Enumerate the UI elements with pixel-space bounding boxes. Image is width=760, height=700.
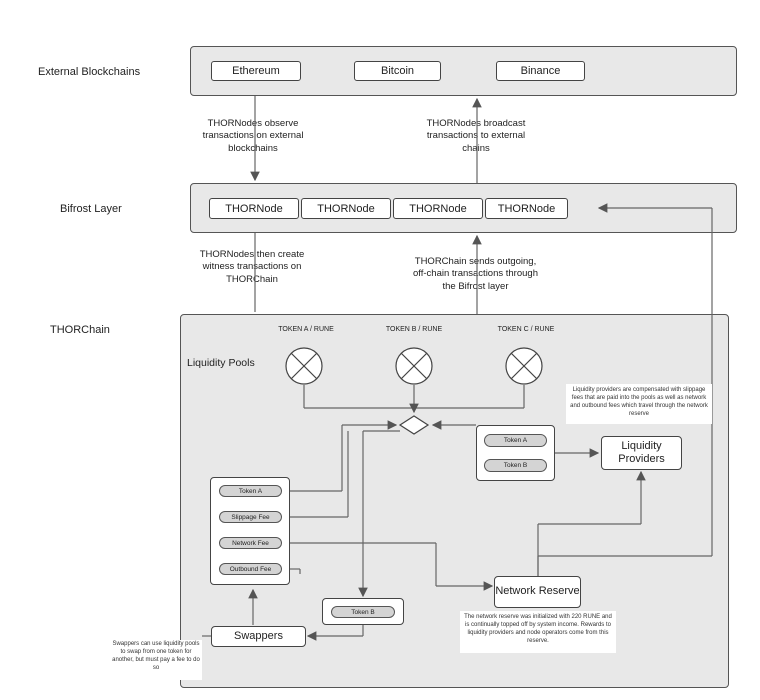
note-liquidity-providers: Liquidity providers are compensated with…	[566, 384, 712, 424]
chain-ethereum[interactable]: Ethereum	[211, 61, 301, 81]
thornode-1[interactable]: THORNode	[209, 198, 299, 219]
pool-label-a: TOKEN A / RUNE	[278, 326, 334, 333]
caption-witness: THORNodes then create witness transactio…	[199, 249, 305, 285]
swap-token-b[interactable]: Token B	[331, 606, 395, 618]
caption-observe: THORNodes observe transactions on extern…	[202, 118, 304, 154]
lp-token-a[interactable]: Token A	[484, 434, 547, 447]
fee-slippage[interactable]: Slippage Fee	[219, 511, 282, 523]
layer-label-bifrost: Bifrost Layer	[60, 203, 122, 215]
network-reserve-node[interactable]: Network Reserve	[494, 576, 581, 608]
layer-label-external: External Blockchains	[38, 66, 141, 78]
caption-outgoing: THORChain sends outgoing, off-chain tran…	[413, 256, 538, 292]
thornode-2[interactable]: THORNode	[301, 198, 391, 219]
fee-outbound[interactable]: Outbound Fee	[219, 563, 282, 575]
merge-diamond-icon	[398, 415, 430, 435]
caption-broadcast: THORNodes broadcast transactions to exte…	[426, 118, 526, 154]
pool-label-b: TOKEN B / RUNE	[385, 326, 443, 333]
fee-network[interactable]: Network Fee	[219, 537, 282, 549]
thornode-3[interactable]: THORNode	[393, 198, 483, 219]
liquidity-pools-title: Liquidity Pools	[187, 357, 255, 369]
note-swappers: Swappers can use liquidity pools to swap…	[110, 640, 202, 680]
swappers-node[interactable]: Swappers	[211, 626, 306, 647]
note-network-reserve: The network reserve was initialized with…	[460, 611, 616, 653]
lp-token-b[interactable]: Token B	[484, 459, 547, 472]
thornode-4[interactable]: THORNode	[485, 198, 568, 219]
layer-label-thorchain: THORChain	[50, 324, 110, 336]
fee-token-a[interactable]: Token A	[219, 485, 282, 497]
chain-binance[interactable]: Binance	[496, 61, 585, 81]
pool-label-c: TOKEN C / RUNE	[497, 326, 555, 333]
chain-bitcoin[interactable]: Bitcoin	[354, 61, 441, 81]
liquidity-providers-node[interactable]: Liquidity Providers	[601, 436, 682, 470]
